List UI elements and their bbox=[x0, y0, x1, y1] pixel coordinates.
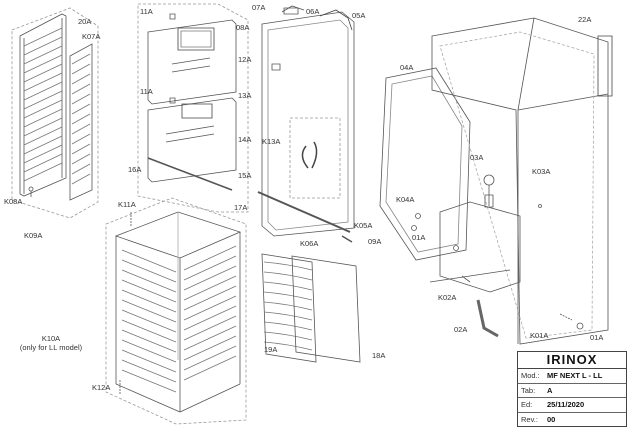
label-K08A: K08A bbox=[4, 197, 23, 206]
label-01A-right: 01A bbox=[590, 333, 604, 342]
label-K11A: K11A bbox=[118, 200, 136, 209]
label-K03A: K03A bbox=[532, 167, 551, 176]
label-08A: 08A bbox=[236, 23, 250, 32]
label-19A: 19A bbox=[264, 345, 278, 354]
label-K12A: K12A bbox=[92, 383, 111, 392]
brand-logo: IRINOX bbox=[518, 352, 626, 369]
label-07A: 07A bbox=[252, 3, 266, 12]
label-22A: 22A bbox=[578, 15, 592, 24]
label-K02A: K02A bbox=[438, 293, 457, 302]
trolley-rack bbox=[106, 198, 246, 424]
title-key-edition: Ed: bbox=[521, 400, 533, 409]
label-12A: 12A bbox=[238, 55, 252, 64]
title-value-tab: A bbox=[547, 385, 553, 395]
title-value-revision: 00 bbox=[547, 414, 556, 424]
label-K13A: K13A bbox=[262, 137, 281, 146]
label-15A: 15A bbox=[238, 171, 252, 180]
label-K09A: K09A bbox=[24, 231, 43, 240]
side-rack-open-panel bbox=[70, 44, 92, 200]
control-panel-group bbox=[138, 4, 248, 212]
door-assembly bbox=[258, 6, 354, 242]
drain-pipe bbox=[478, 300, 498, 336]
title-value-edition: 25/11/2020 bbox=[547, 400, 585, 409]
label-17A: 17A bbox=[234, 203, 248, 212]
cabinet-base-tray bbox=[440, 202, 520, 292]
panel-strip bbox=[148, 158, 232, 190]
label-K06A: K06A bbox=[300, 239, 319, 248]
label-05A: 05A bbox=[352, 11, 366, 20]
side-rack-rails bbox=[24, 28, 62, 181]
panel-upper bbox=[148, 20, 236, 104]
evaporator-assembly bbox=[262, 254, 360, 362]
note-k10a-text: (only for LL model) bbox=[19, 343, 83, 352]
label-K01A: K01A bbox=[530, 331, 549, 340]
label-11A-bottom: 11A bbox=[140, 87, 153, 96]
label-16A: 16A bbox=[128, 165, 142, 174]
cabinet-body bbox=[432, 18, 612, 344]
title-key-revision: Rev.: bbox=[521, 414, 538, 424]
evaporator-fins bbox=[262, 254, 316, 362]
side-rack-screw bbox=[28, 186, 34, 192]
label-04A: 04A bbox=[400, 63, 414, 72]
side-rack-frame bbox=[20, 14, 66, 196]
gasket-frame bbox=[380, 68, 470, 260]
title-row-tab: Tab: A bbox=[518, 384, 626, 398]
label-14A: 14A bbox=[238, 135, 252, 144]
label-02A: 02A bbox=[454, 325, 468, 334]
evaporator-cover bbox=[292, 256, 360, 362]
title-block: IRINOX Mod.: MF NEXT L - LL Tab: A Ed: 2… bbox=[517, 351, 627, 427]
title-row-revision: Rev.: 00 bbox=[518, 413, 626, 428]
label-K05A: K05A bbox=[354, 221, 373, 230]
title-key-model: Mod.: bbox=[521, 371, 540, 380]
label-06A: 06A bbox=[306, 7, 320, 16]
label-20A: 20A bbox=[78, 17, 92, 26]
title-row-edition: Ed: 25/11/2020 bbox=[518, 398, 626, 413]
label-K04A: K04A bbox=[396, 195, 415, 204]
label-01A-left: 01A bbox=[412, 233, 426, 242]
label-03A: 03A bbox=[470, 153, 484, 162]
label-13A: 13A bbox=[238, 91, 252, 100]
title-key-tab: Tab: bbox=[521, 385, 536, 395]
door-panel bbox=[262, 12, 354, 236]
note-k10a-code: K10A bbox=[41, 334, 61, 343]
door-handle bbox=[302, 142, 316, 168]
note-k10a: K10A (only for LL model) bbox=[6, 334, 96, 352]
title-value-model: MF NEXT L - LL bbox=[547, 371, 603, 380]
label-K07A: K07A bbox=[82, 32, 101, 41]
label-18A: 18A bbox=[372, 351, 386, 360]
side-rack-group bbox=[12, 8, 98, 218]
title-row-model: Mod.: MF NEXT L - LL bbox=[518, 369, 626, 384]
label-11A-top: 11A bbox=[140, 7, 153, 16]
hinge-top bbox=[282, 6, 304, 12]
label-09A: 09A bbox=[368, 237, 382, 246]
door-bottom-bar bbox=[258, 192, 350, 232]
panel-lower bbox=[148, 98, 236, 182]
fittings bbox=[411, 174, 584, 336]
wire-top bbox=[320, 10, 352, 30]
